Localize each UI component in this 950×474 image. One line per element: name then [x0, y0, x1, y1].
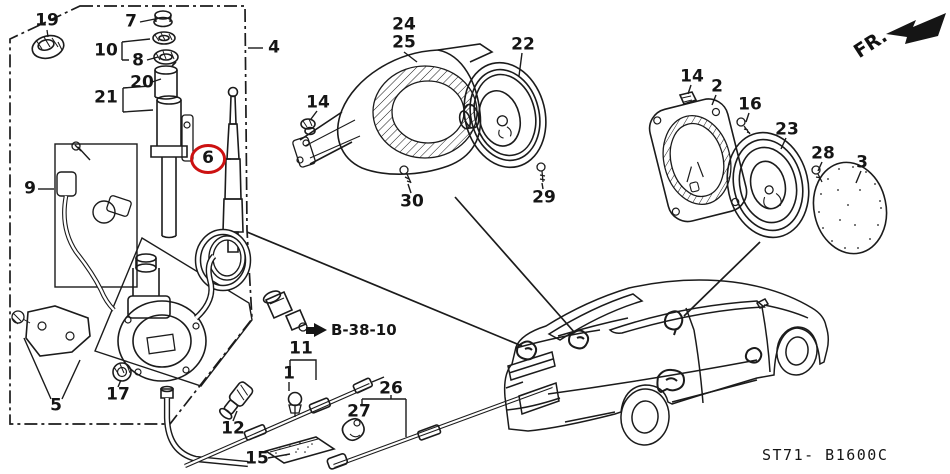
antenna-assembly-boundary	[9, 5, 253, 425]
service-connector-drawing	[262, 290, 308, 332]
antenna-motor-9-drawing	[56, 141, 217, 382]
antenna-mast-parts-drawing	[150, 10, 194, 239]
diagram-code: ST71- B1600C	[762, 446, 889, 464]
clip-27-drawing	[341, 417, 365, 442]
speaker-housing-24-25-drawing	[292, 43, 494, 175]
ref-arrow-icon	[306, 326, 314, 334]
sub-cord-26-drawing	[326, 384, 553, 470]
screw-29-drawing	[536, 162, 546, 183]
speaker-23-drawing	[726, 131, 810, 239]
pad-15-drawing	[264, 436, 336, 464]
nut-17-drawing	[112, 362, 132, 382]
label-leader-lines	[23, 18, 862, 459]
feeder-cable-drawing	[184, 376, 385, 469]
install-location-marks	[515, 310, 763, 394]
speaker-bracket-2-drawing	[648, 98, 748, 223]
service-ref-label: B-38-10	[331, 321, 397, 339]
antenna-rod-6-drawing	[194, 86, 252, 292]
drain-tube-drawing	[160, 385, 249, 468]
fr-arrow-icon	[886, 13, 946, 44]
screw-28-drawing	[811, 165, 823, 183]
ref-arrow-icon	[314, 323, 327, 337]
connector-12-drawing	[218, 381, 254, 420]
speaker-22-drawing	[458, 61, 547, 169]
location-leader-lines	[246, 196, 761, 347]
speaker-cover-3-drawing	[812, 161, 888, 255]
car-outline-drawing	[503, 279, 830, 446]
bracket-5-drawing	[11, 305, 91, 357]
grommet-14-left-drawing	[300, 118, 316, 136]
screw-30-drawing	[399, 165, 412, 184]
grommet-19-drawing	[31, 29, 65, 60]
service-ref-callout: B-38-10	[306, 321, 397, 339]
screw-16-drawing	[736, 117, 751, 135]
